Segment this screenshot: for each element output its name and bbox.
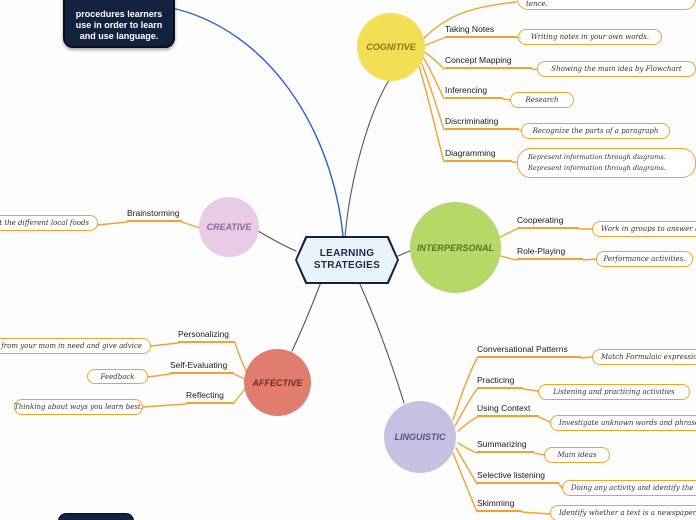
fan-linguistic [452, 357, 478, 513]
detail-inferencing[interactable]: Research [510, 92, 574, 108]
detail-diagramming[interactable]: Represent information through diagrams. … [517, 148, 696, 178]
detail-selective-listening[interactable]: Doing any activity and identify the m [562, 480, 696, 496]
topic-interpersonal[interactable]: INTERPERSONAL [410, 202, 501, 293]
detail-using-context[interactable]: Investigate unknown words and phrases in [550, 415, 696, 431]
detail-skimming[interactable]: Identify whether a text is a newspaper, … [550, 505, 696, 520]
tails-affective [142, 342, 187, 408]
detail-concept-mapping[interactable]: Showing the main idea by Flowchart [537, 61, 696, 77]
branch-label-using-context[interactable]: Using Context [477, 403, 539, 417]
detail-role-playing[interactable]: Performance activities. [596, 251, 693, 267]
branch-label-concept-mapping[interactable]: Concept Mapping [445, 55, 532, 69]
fan-creative [181, 221, 201, 229]
tails-creative [97, 221, 128, 226]
branch-label-reflecting[interactable]: Reflecting [186, 390, 233, 404]
branch-label-personalizing[interactable]: Personalizing [178, 329, 235, 343]
detail-self-evaluating[interactable]: Feedback [87, 369, 148, 384]
detail-practicing[interactable]: Listening and practicing activities [538, 384, 690, 400]
topic-creative[interactable]: CREATIVE [199, 197, 259, 257]
branch-label-role-playing[interactable]: Role-Playing [517, 246, 583, 260]
definition-note[interactable]: procedures learners use in order to lear… [63, 0, 175, 48]
detail-summarizing[interactable]: Main ideas [544, 447, 610, 463]
partial-note-bottom[interactable] [58, 513, 134, 520]
branch-label-selective-listening[interactable]: Selective listening [477, 470, 559, 484]
detail-reflecting[interactable]: Thinking about ways you learn best. [14, 399, 143, 415]
branch-label-cooperating[interactable]: Cooperating [517, 215, 579, 229]
central-topic[interactable]: LEARNING STRATEGIES [295, 236, 399, 284]
detail-conversational-patterns[interactable]: Match Formulaic expressions to [592, 349, 696, 365]
branch-label-discriminating[interactable]: Discriminating [445, 116, 519, 130]
central-topic-title: LEARNING STRATEGIES [297, 238, 397, 282]
branch-label-summarizing[interactable]: Summarizing [477, 439, 534, 453]
branch-label-taking-notes[interactable]: Taking Notes [445, 24, 517, 38]
topic-cognitive[interactable]: COGNITIVE [357, 13, 425, 81]
detail-taking-notes[interactable]: Writing notes in your own words. [518, 29, 662, 45]
line-note-center [171, 7, 344, 237]
topic-affective[interactable]: AFFECTIVE [244, 349, 311, 416]
branch-label-conversational-patterns[interactable]: Conversational Patterns [477, 344, 581, 358]
topic-linguistic[interactable]: LINGUISTIC [384, 401, 456, 473]
tails-interpersonal [578, 228, 597, 261]
branch-label-inferencing[interactable]: Inferencing [445, 85, 503, 99]
branch-label-self-evaluating[interactable]: Self-Evaluating [170, 360, 234, 374]
detail-brainstorming[interactable]: t the different local foods [0, 215, 98, 231]
detail-personalizing[interactable]: letter from your mom in need and give ad… [0, 338, 151, 354]
branch-label-diagramming[interactable]: Diagramming [445, 148, 512, 162]
branch-label-brainstorming[interactable]: Brainstorming [127, 208, 182, 222]
detail-cognitive-partial[interactable]: tence. [517, 0, 696, 10]
detail-discriminating[interactable]: Recognize the parts of a paragraph [521, 123, 670, 139]
tails-linguistic [521, 356, 593, 515]
branch-label-skimming[interactable]: Skimming [477, 498, 522, 512]
line-center-branches [257, 79, 413, 404]
branch-label-practicing[interactable]: Practicing [477, 375, 523, 389]
detail-cooperating[interactable]: Work in groups to answer que [592, 221, 696, 237]
fan-cognitive [418, 1, 517, 163]
